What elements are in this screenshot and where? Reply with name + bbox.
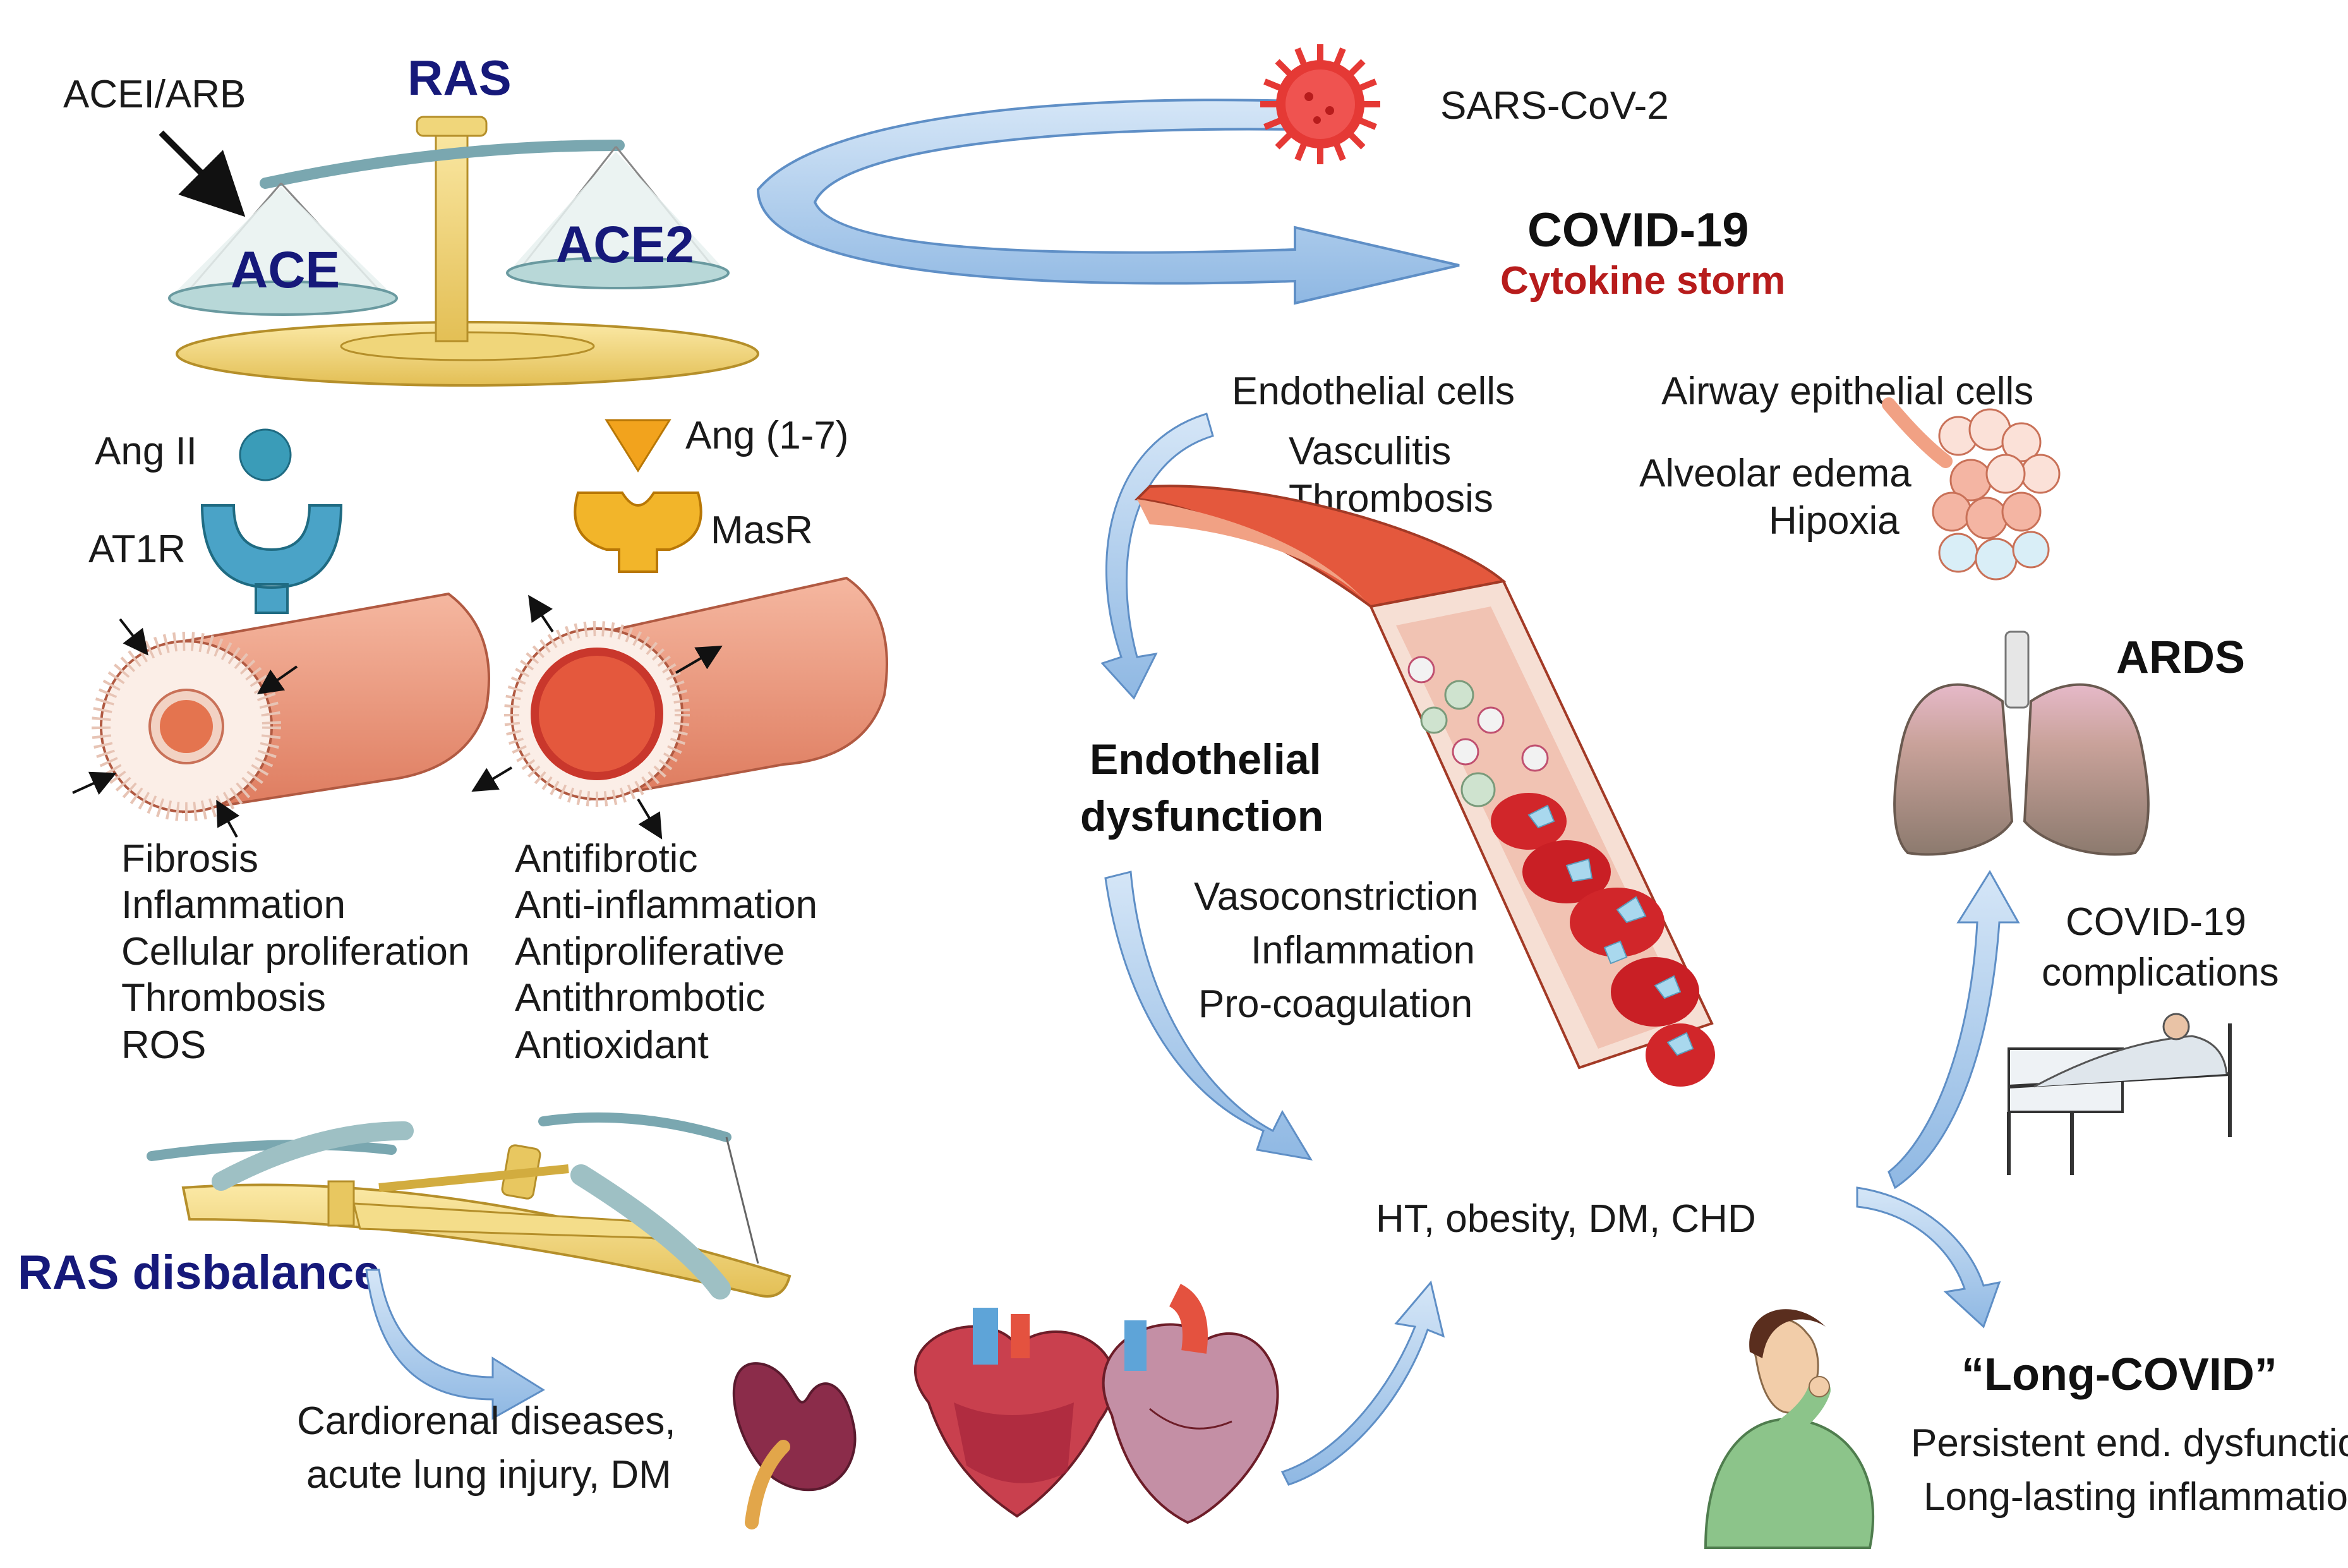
endo-dysfunction-line-1: Endothelial — [1090, 735, 1321, 783]
endo-to-comorbidities-arrow — [1104, 871, 1313, 1161]
broken-scale-icon — [147, 1112, 792, 1300]
ras-disbalance-label: RAS disbalance — [18, 1246, 380, 1300]
ang2-effect-item: Thrombosis — [121, 976, 326, 1020]
ang17-label: Ang (1-7) — [685, 414, 848, 457]
disbalance-arrow — [365, 1269, 545, 1420]
at1r-label: AT1R — [88, 528, 186, 571]
at1r-receptor-icon — [200, 504, 343, 614]
vasculitis-label: Vasculitis — [1289, 430, 1451, 473]
endothelial-cells-label: Endothelial cells — [1232, 370, 1515, 413]
ang2-effect-item: Fibrosis — [121, 837, 258, 881]
covid-curve-arrow — [756, 99, 1460, 305]
lungs-icon — [1893, 630, 2150, 856]
to-ards-arrow — [1887, 870, 2020, 1190]
alveolar-edema-label: Alveolar edema — [1639, 452, 1912, 495]
masr-label: MasR — [711, 509, 813, 552]
ang17-effects-list: Antifibrotic Anti-inflammation Antiproli… — [515, 837, 817, 1067]
ang2-effect-item: ROS — [121, 1023, 206, 1067]
dilated-vessel-icon — [504, 576, 888, 807]
hospital-bed-icon — [2007, 1013, 2232, 1175]
kidney-icon — [732, 1362, 857, 1529]
masr-receptor-icon — [574, 492, 702, 573]
ace2-label: ACE2 — [556, 216, 694, 274]
long-covid-label: “Long-COVID” — [1961, 1349, 2277, 1400]
ards-label: ARDS — [2116, 632, 2245, 683]
blood-vessel-icon — [1134, 485, 1715, 1087]
alveoli-icon — [1882, 397, 2061, 581]
constricted-vessel-icon — [92, 592, 490, 821]
cardiorenal-line-2: acute lung injury, DM — [306, 1453, 671, 1497]
constriction-arrows — [72, 618, 298, 838]
comorbidities-label: HT, obesity, DM, CHD — [1376, 1197, 1756, 1241]
to-long-covid-arrow — [1856, 1186, 2001, 1329]
endo-down-arrow — [1100, 413, 1214, 700]
virus-icon — [1260, 44, 1380, 164]
heart-icon — [1102, 1284, 1279, 1524]
covid19-label: COVID-19 — [1527, 203, 1749, 257]
ras-label: RAS — [407, 50, 512, 106]
ang17-effect-item: Antioxidant — [515, 1023, 709, 1067]
endo-dysfunction-line-2: dysfunction — [1080, 792, 1323, 840]
ang2-molecule-icon — [239, 428, 292, 481]
ang17-molecule-icon — [605, 419, 671, 473]
complications-line-1: COVID-19 — [2066, 900, 2246, 944]
airway-label: Airway epithelial cells — [1661, 370, 2033, 413]
ang17-effect-item: Antifibrotic — [515, 837, 697, 881]
acei-arrow — [159, 130, 246, 217]
procoagulation-label: Pro-coagulation — [1198, 982, 1472, 1026]
inflammation-label: Inflammation — [1251, 929, 1475, 972]
vasoconstriction-label: Vasoconstriction — [1194, 875, 1478, 919]
heart-icon — [914, 1308, 1116, 1518]
organs-to-comorbidities-arrow — [1280, 1280, 1445, 1486]
long-covid-effect-item: Long-lasting inflammation — [1924, 1475, 2348, 1519]
ang17-effect-item: Antithrombotic — [515, 976, 765, 1020]
dilation-arrows — [471, 594, 723, 840]
ang17-effect-item: Anti-inflammation — [515, 883, 817, 927]
ang2-label: Ang II — [95, 430, 197, 473]
cardiorenal-line-1: Cardiorenal diseases, — [297, 1399, 676, 1443]
long-covid-effect-item: Persistent end. dysfunction — [1911, 1421, 2348, 1465]
acei-arb-label: ACEI/ARB — [63, 73, 246, 116]
sars-cov2-label: SARS-CoV-2 — [1440, 84, 1669, 128]
ang2-effect-item: Inflammation — [121, 883, 346, 927]
complications-line-2: complications — [2042, 951, 2279, 994]
ace-label: ACE — [231, 241, 340, 299]
balance-scale-icon — [168, 116, 759, 387]
cytokine-storm-label: Cytokine storm — [1500, 259, 1785, 303]
coughing-person-icon — [1704, 1309, 1875, 1549]
ang2-effects-list: Fibrosis Inflammation Cellular prolifera… — [121, 837, 469, 1067]
hipoxia-label: Hipoxia — [1769, 499, 1899, 543]
ang17-effect-item: Antiproliferative — [515, 930, 785, 974]
ang2-effect-item: Cellular proliferation — [121, 930, 469, 974]
